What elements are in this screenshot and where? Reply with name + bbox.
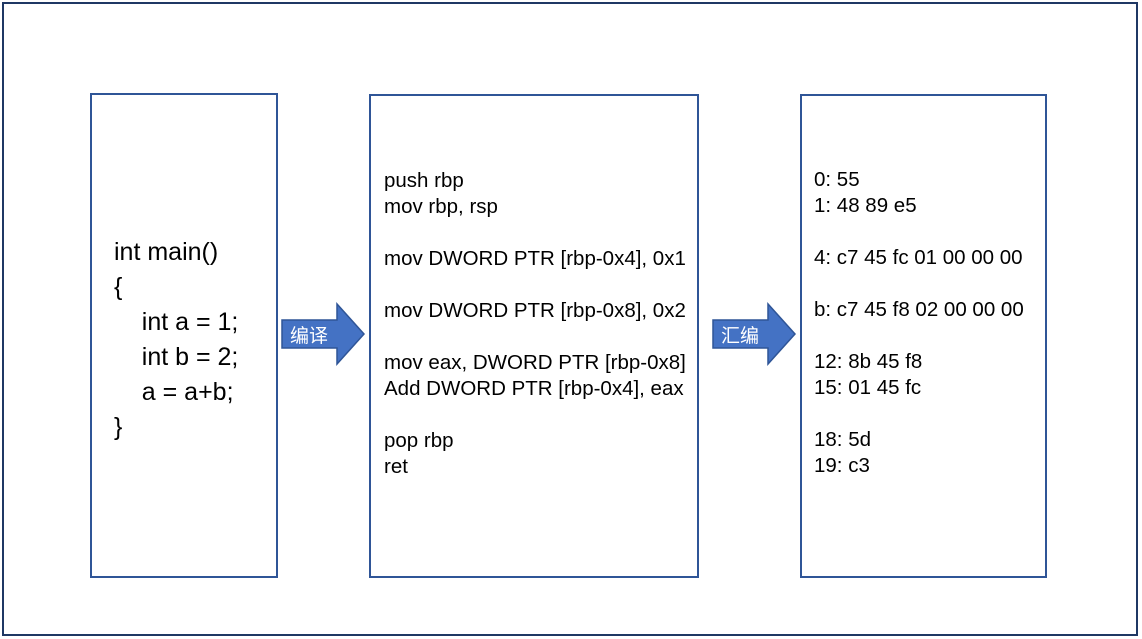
- compile-arrow-shape: [281, 302, 366, 366]
- assembly-code-text: push rbp mov rbp, rsp mov DWORD PTR [rbp…: [384, 169, 686, 478]
- machine-code-box: 0: 55 1: 48 89 e5 4: c7 45 fc 01 00 00 0…: [800, 94, 1047, 578]
- source-code-box: int main() { int a = 1; int b = 2; a = a…: [90, 93, 278, 578]
- compile-arrow: 编译: [281, 302, 366, 366]
- assemble-arrow-shape: [712, 302, 797, 366]
- source-code-text: int main() { int a = 1; int b = 2; a = a…: [114, 238, 239, 441]
- machine-code-text: 0: 55 1: 48 89 e5 4: c7 45 fc 01 00 00 0…: [814, 168, 1024, 477]
- assembly-code-box: push rbp mov rbp, rsp mov DWORD PTR [rbp…: [369, 94, 699, 578]
- assemble-arrow: 汇编: [712, 302, 797, 366]
